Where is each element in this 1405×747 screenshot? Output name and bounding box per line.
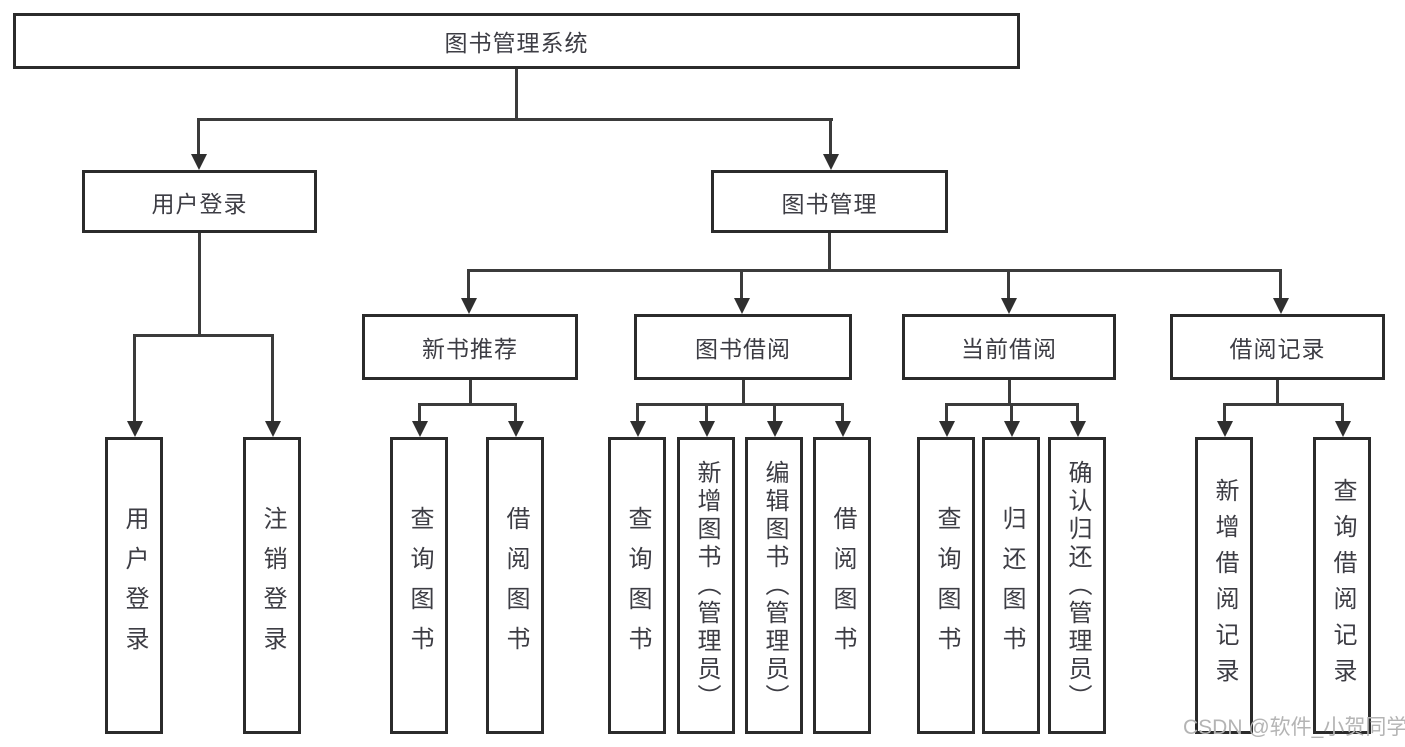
- node-book-management: 图书管理: [711, 170, 948, 233]
- node-label: 查询图书: [406, 505, 433, 666]
- node-borrow-records: 借阅记录: [1170, 314, 1385, 380]
- node-new-book-recommend: 新书推荐: [362, 314, 578, 380]
- connector-drop-borrow-records: [1279, 269, 1282, 300]
- connector-drop: [418, 403, 421, 423]
- connector-new-book-bar: [418, 403, 517, 406]
- connector-drop-login-leaf: [133, 334, 136, 423]
- connector-root-stub: [515, 69, 518, 120]
- connector-drop: [773, 403, 776, 423]
- node-library-management-system: 图书管理系统: [13, 13, 1020, 69]
- arrowhead-logout-leaf: [265, 421, 281, 437]
- connector-drop: [514, 403, 517, 423]
- node-label: 归还图书: [998, 505, 1025, 666]
- connector-drop-current-borrow: [1007, 269, 1010, 300]
- node-label: 用户登录: [151, 190, 248, 217]
- arrowhead: [767, 421, 783, 437]
- arrowhead-login-leaf: [127, 421, 143, 437]
- node-current-borrow: 当前借阅: [902, 314, 1116, 380]
- node-label: 查询图书: [933, 505, 960, 666]
- connector-drop-new-book: [467, 269, 470, 300]
- node-label: 图书管理系统: [444, 30, 589, 56]
- connector-drop: [841, 403, 844, 423]
- node-label: 用户登录: [121, 505, 148, 666]
- connector-book-borrow-bar: [636, 403, 844, 406]
- node-label: 新增借阅记录: [1211, 477, 1238, 694]
- node-label: 查询借阅记录: [1329, 477, 1356, 694]
- connector-book-mgmt-stub: [828, 233, 831, 272]
- arrowhead: [835, 421, 851, 437]
- node-label: 注销登录: [259, 505, 286, 666]
- arrowhead: [1004, 421, 1020, 437]
- node-leaf-logout: 注销登录: [243, 437, 301, 734]
- node-label: 借阅图书: [502, 505, 529, 666]
- node-leaf-borrow-books-1: 借阅图书: [486, 437, 544, 734]
- connector-drop-logout-leaf: [271, 334, 274, 423]
- connector-borrow-records-stub: [1276, 380, 1279, 406]
- connector-book-borrow-stub: [742, 380, 745, 406]
- arrowhead: [1070, 421, 1086, 437]
- arrowhead: [508, 421, 524, 437]
- connector-drop: [1010, 403, 1013, 423]
- node-label: 确认归还（管理员）: [1064, 459, 1091, 712]
- arrowhead-current-borrow: [1001, 298, 1017, 314]
- arrowhead-book-mgmt: [823, 154, 839, 170]
- connector-current-borrow-stub: [1008, 380, 1011, 406]
- connector-drop: [636, 403, 639, 423]
- node-label: 新增图书（管理员）: [693, 459, 720, 712]
- connector-drop: [1076, 403, 1079, 423]
- connector-drop-user-login: [197, 118, 200, 157]
- arrowhead: [699, 421, 715, 437]
- node-leaf-query-books-1: 查询图书: [390, 437, 448, 734]
- csdn-watermark: CSDN @软件_小贺同学: [1183, 716, 1405, 739]
- node-leaf-edit-books-admin: 编辑图书（管理员）: [745, 437, 803, 734]
- connector-user-login-stub: [198, 233, 201, 337]
- node-label: 新书推荐: [422, 336, 518, 362]
- node-label: 图书借阅: [695, 336, 791, 362]
- connector-new-book-stub: [469, 380, 472, 406]
- connector-drop: [945, 403, 948, 423]
- arrowhead-user-login: [191, 154, 207, 170]
- node-leaf-add-borrow-record: 新增借阅记录: [1195, 437, 1253, 734]
- node-leaf-query-books-2: 查询图书: [608, 437, 666, 734]
- connector-drop-book-borrow: [740, 269, 743, 300]
- connector-drop: [1341, 403, 1344, 423]
- node-leaf-return-books: 归还图书: [982, 437, 1040, 734]
- connector-user-login-bar: [133, 334, 274, 337]
- connector-drop-book-mgmt: [829, 118, 832, 157]
- node-label: 当前借阅: [961, 336, 1057, 362]
- node-label: 图书管理: [781, 190, 878, 217]
- arrowhead: [1217, 421, 1233, 437]
- node-leaf-query-books-3: 查询图书: [917, 437, 975, 734]
- node-leaf-user-login: 用户登录: [105, 437, 163, 734]
- arrowhead-borrow-records: [1273, 298, 1289, 314]
- node-leaf-confirm-return-admin: 确认归还（管理员）: [1048, 437, 1106, 734]
- connector-root-bar: [197, 118, 833, 121]
- arrowhead: [939, 421, 955, 437]
- arrowhead-book-borrow: [734, 298, 750, 314]
- arrowhead: [630, 421, 646, 437]
- connector-borrow-records-bar: [1223, 403, 1344, 406]
- node-label: 借阅记录: [1229, 336, 1326, 362]
- connector-book-mgmt-bar: [467, 269, 1282, 272]
- arrowhead-new-book: [461, 298, 477, 314]
- node-leaf-borrow-books-2: 借阅图书: [813, 437, 871, 734]
- arrowhead: [412, 421, 428, 437]
- node-label: 编辑图书（管理员）: [761, 459, 788, 712]
- node-label: 查询图书: [624, 505, 651, 666]
- node-book-borrow: 图书借阅: [634, 314, 852, 380]
- arrowhead: [1335, 421, 1351, 437]
- connector-drop: [1223, 403, 1226, 423]
- connector-drop: [705, 403, 708, 423]
- node-user-login: 用户登录: [82, 170, 317, 233]
- node-label: 借阅图书: [829, 505, 856, 666]
- node-leaf-add-books-admin: 新增图书（管理员）: [677, 437, 735, 734]
- node-leaf-query-borrow-record: 查询借阅记录: [1313, 437, 1371, 734]
